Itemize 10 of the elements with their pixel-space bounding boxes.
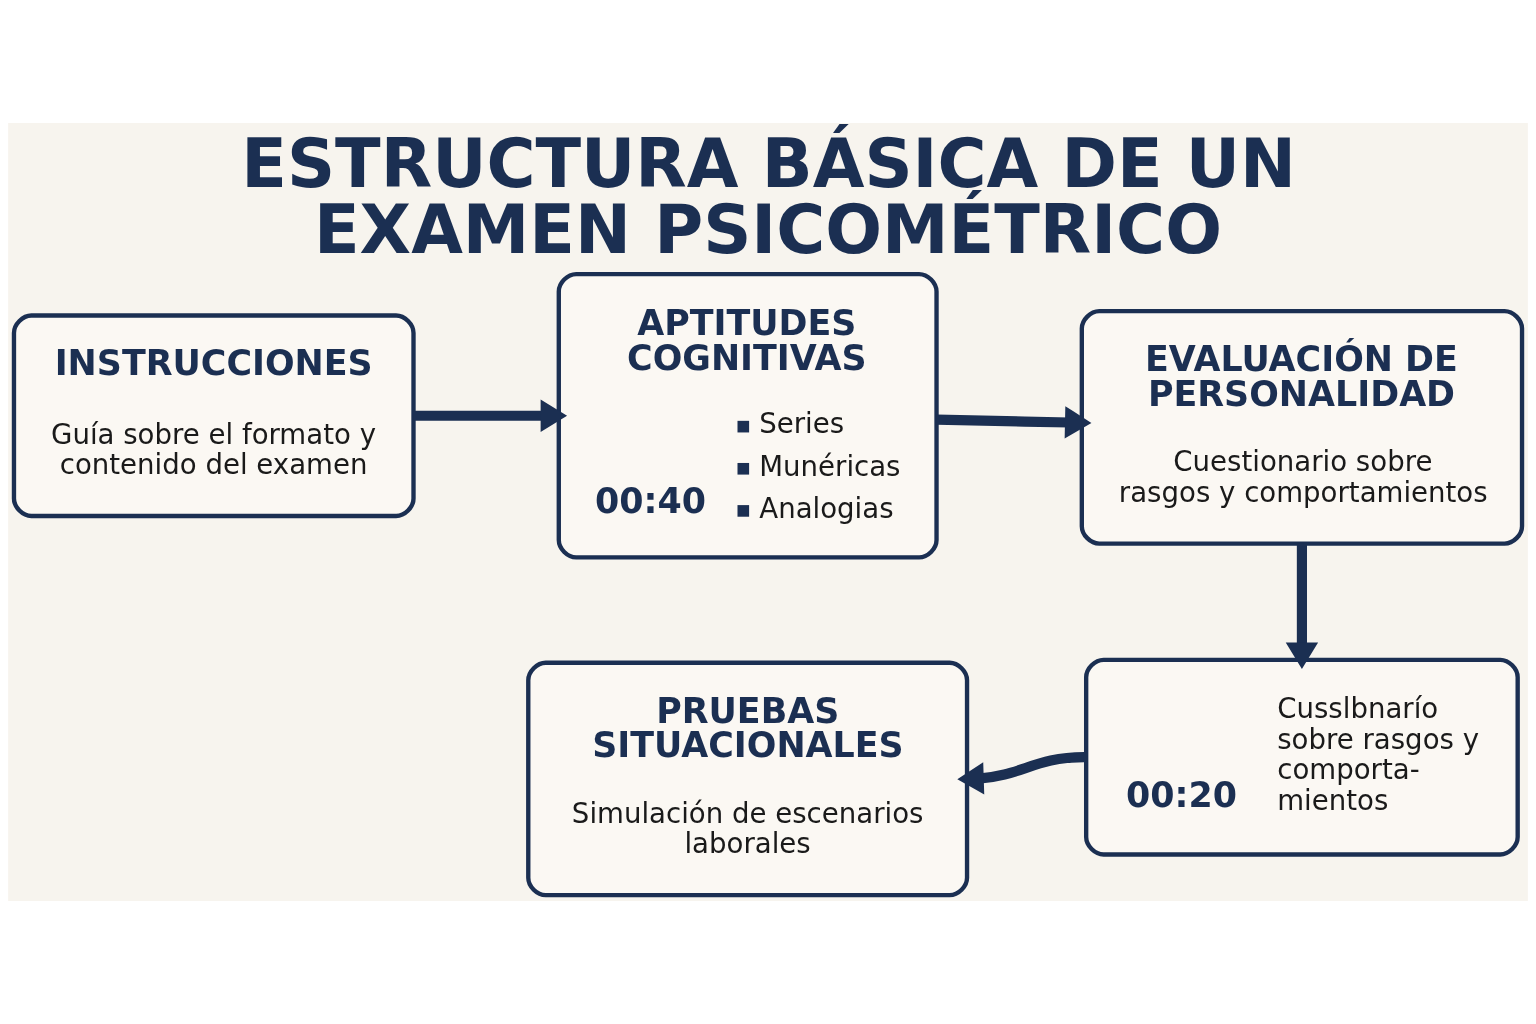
arrow (1285, 543, 1319, 669)
diagram-title: ESTRUCTURA BÁSICA DE UN EXAMEN PSICOMÉTRICO (241, 124, 1297, 270)
arrow (936, 406, 1092, 439)
node-box: EVALUACIÓN DE PERSONALIDAD Cuestionario sobre rasgos y comportamientos (1079, 308, 1525, 546)
node-box: INSTRUCCIONES Guía sobre el formato y contenido del examen (11, 313, 416, 519)
node-box: PRUEBAS SITUACIONALES Simulación de escenarios laborales (526, 660, 970, 898)
arrow (957, 752, 1085, 795)
node-box: 00:20 Cusslbnarío sobre rasgos y comporta- mientos (1084, 657, 1520, 857)
node-box: APTITUDES COGNITIVAS 00:40 Series Munéricas Analogias (556, 271, 939, 560)
arrow (413, 399, 568, 432)
